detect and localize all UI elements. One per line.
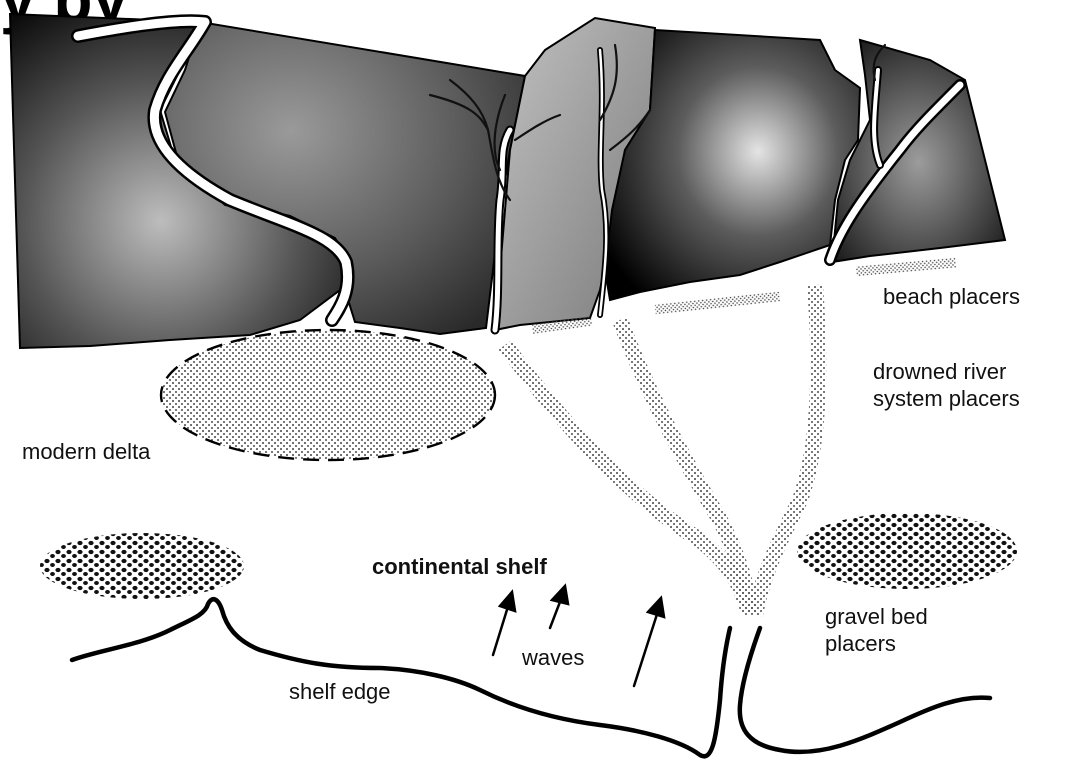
wave-arrow-1 bbox=[493, 592, 515, 655]
land-block-east bbox=[832, 40, 1005, 262]
label-continental-shelf: continental shelf bbox=[372, 553, 547, 580]
beach-placer-3 bbox=[856, 258, 956, 277]
drowned-river-placers bbox=[505, 285, 818, 615]
wave-arrows bbox=[493, 586, 664, 686]
wave-arrow-3 bbox=[634, 598, 664, 686]
beach-placer-2 bbox=[655, 291, 780, 314]
label-waves: waves bbox=[522, 644, 584, 671]
gravel-bed-west bbox=[40, 533, 244, 599]
wave-arrow-2 bbox=[550, 586, 568, 628]
landmass bbox=[10, 14, 1005, 348]
label-shelf-edge: shelf edge bbox=[289, 678, 391, 705]
gravel-bed-east bbox=[797, 513, 1017, 589]
label-modern-delta: modern delta bbox=[22, 438, 150, 465]
label-beach-placers: beach placers bbox=[883, 283, 1020, 310]
label-gravel-bed-placers: gravel bed placers bbox=[825, 603, 928, 657]
modern-delta-deposit bbox=[161, 330, 495, 460]
label-drowned-river-placers: drowned river system placers bbox=[873, 358, 1020, 412]
